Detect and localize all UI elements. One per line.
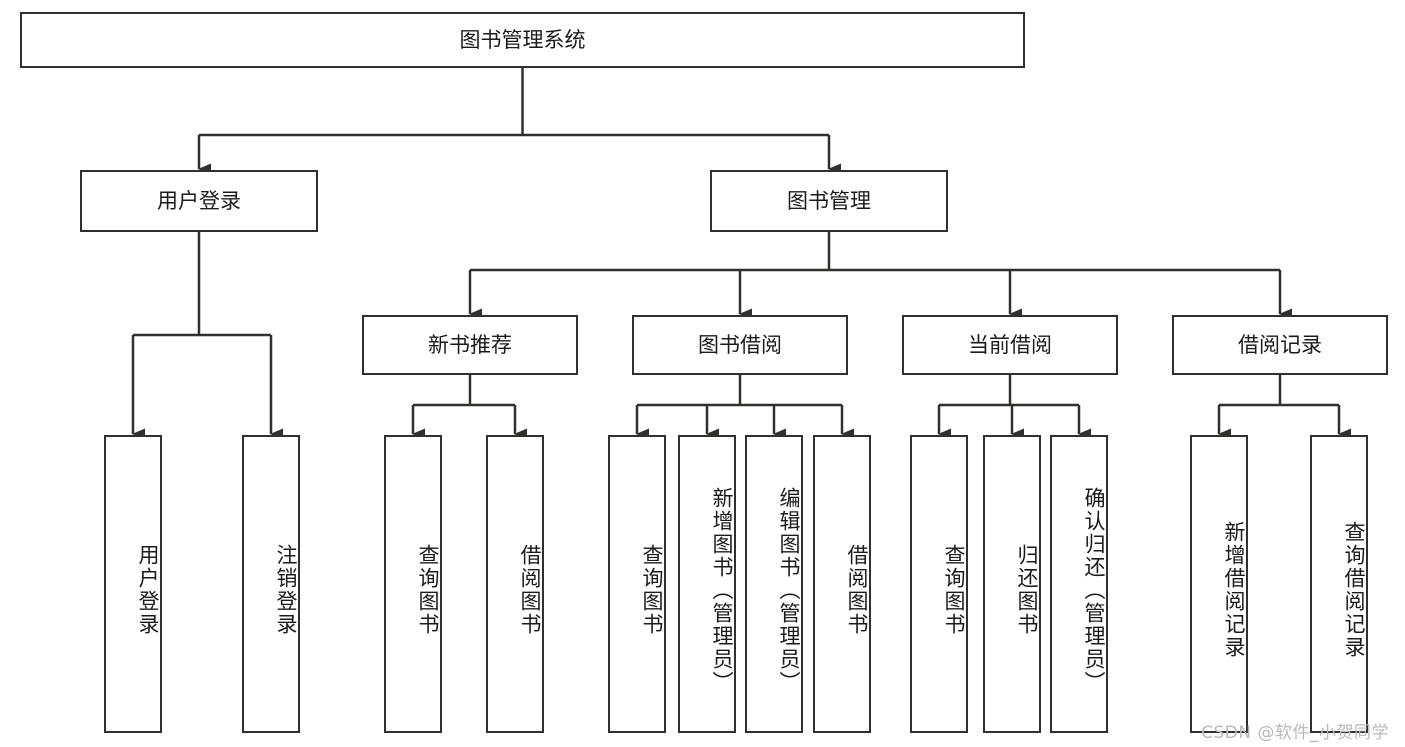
edge-paths (131, 68, 1351, 440)
node-label: 新书推荐 (428, 332, 512, 357)
node-label: 图书借阅 (698, 332, 782, 357)
node-leaf-query-book-3[interactable]: 查询图书 (910, 435, 968, 733)
node-label: 借阅图书 (518, 544, 542, 636)
node-label: 确认归还（管理员） (1082, 486, 1106, 694)
node-label: 新增图书（管理员） (710, 486, 734, 694)
node-leaf-user-logout[interactable]: 注销登录 (242, 435, 300, 733)
node-label: 借阅图书 (845, 544, 869, 636)
node-label: 图书管理 (787, 188, 871, 213)
node-leaf-query-book-2[interactable]: 查询图书 (608, 435, 666, 733)
node-leaf-return-book[interactable]: 归还图书 (983, 435, 1041, 733)
node-leaf-add-book[interactable]: 新增图书（管理员） (678, 435, 736, 733)
node-leaf-query-book-1[interactable]: 查询图书 (384, 435, 442, 733)
node-label: 查询图书 (416, 544, 440, 636)
node-label: 图书管理系统 (459, 27, 586, 52)
node-label: 归还图书 (1015, 544, 1039, 636)
node-leaf-confirm-return[interactable]: 确认归还（管理员） (1050, 435, 1108, 733)
node-user-login[interactable]: 用户登录 (80, 170, 318, 232)
node-leaf-query-record[interactable]: 查询借阅记录 (1310, 435, 1368, 733)
node-leaf-borrow-book-2[interactable]: 借阅图书 (813, 435, 871, 733)
node-label: 当前借阅 (968, 332, 1052, 357)
node-root[interactable]: 图书管理系统 (20, 12, 1025, 68)
node-leaf-borrow-book-1[interactable]: 借阅图书 (486, 435, 544, 733)
node-new-book-rec[interactable]: 新书推荐 (362, 315, 578, 375)
node-borrow-record[interactable]: 借阅记录 (1172, 315, 1388, 375)
node-label: 编辑图书（管理员） (777, 486, 801, 694)
node-label: 注销登录 (274, 544, 298, 636)
node-label: 用户登录 (157, 188, 241, 213)
node-label: 查询借阅记录 (1342, 521, 1366, 659)
node-label: 新增借阅记录 (1222, 521, 1246, 659)
node-leaf-user-login[interactable]: 用户登录 (104, 435, 162, 733)
node-book-manage[interactable]: 图书管理 (710, 170, 948, 232)
node-book-borrow[interactable]: 图书借阅 (632, 315, 848, 375)
node-label: 用户登录 (136, 544, 160, 636)
node-label: 查询图书 (640, 544, 664, 636)
node-leaf-edit-book[interactable]: 编辑图书（管理员） (745, 435, 803, 733)
node-current-borrow[interactable]: 当前借阅 (902, 315, 1118, 375)
node-label: 查询图书 (942, 544, 966, 636)
node-leaf-add-record[interactable]: 新增借阅记录 (1190, 435, 1248, 733)
node-label: 借阅记录 (1238, 332, 1322, 357)
